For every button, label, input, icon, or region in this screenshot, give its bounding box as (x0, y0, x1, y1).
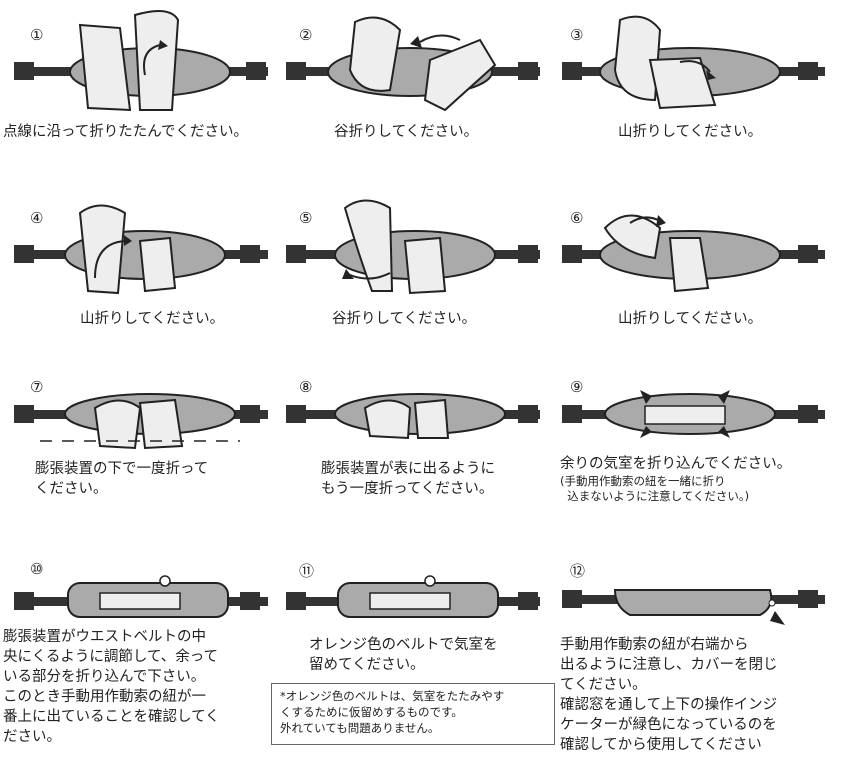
step-8-illustration (286, 393, 540, 440)
step-3-illustration (562, 15, 825, 110)
step-6-caption: 山折りしてください。 (618, 311, 763, 327)
step-1-illustration (14, 10, 268, 112)
step-10-caption: 膨張装置がウエストベルトの中 央にくるように調節して、余って いる部分を折り込ん… (3, 629, 220, 745)
step-7-caption: 膨張装置の下で一度折って ください。 (35, 461, 209, 497)
step-10-illustration (14, 575, 268, 618)
step-6-illustration (562, 214, 825, 293)
step-4-caption: 山折りしてください。 (80, 311, 225, 327)
step-3-caption: 山折りしてください。 (618, 124, 763, 140)
step-9-caption: 余りの気室を折り込んでください。 (560, 456, 792, 472)
step-1-caption: 点線に沿って折りたたんでください。 (3, 124, 249, 140)
step-2-caption: 谷折りしてください。 (334, 124, 479, 140)
step-10: ⑩ 膨張装置がウエストベルトの中 央にくるように調節して、余って いる部分を折り… (0, 555, 280, 745)
step-4: ④ 山折りしてください。 (0, 183, 280, 363)
step-number: ⑧ (299, 378, 313, 396)
step-2-illustration (286, 16, 540, 112)
step-9: ⑨ 余りの気室を折り込んでください。 (手動用作動索の紐を一緒に折り 込まないよ… (560, 368, 840, 548)
step-7-illustration (14, 393, 268, 450)
step-number: ⑪ (299, 562, 315, 580)
step-number: ⑥ (570, 209, 584, 227)
step-8: ⑧ 膨張装置が表に出るように もう一度折ってください。 (280, 368, 560, 548)
step-4-illustration (14, 204, 268, 295)
step-number: ④ (30, 209, 44, 227)
step-11-caption: オレンジ色のベルトで気室を 留めてください。 (309, 637, 498, 673)
step-5-caption: 谷折りしてください。 (332, 311, 477, 327)
step-7: ⑦ 膨張装置の下で一度折って ください。 (0, 368, 280, 548)
step-6: ⑥ 山折りしてください。 (560, 183, 840, 363)
step-number: ① (30, 26, 44, 44)
step-11-illustration (286, 575, 540, 618)
step-12-caption: 手動用作動索の紐が右端から 出るように注意し、カバーを閉じ てください。 確認窓… (560, 637, 778, 753)
step-3: ③ 山折りしてください。 (560, 0, 840, 180)
step-number: ⑨ (570, 378, 584, 396)
step-number: ⑦ (30, 378, 44, 396)
step-12-illustration (562, 589, 825, 625)
step-1: ① 点線に沿って折りたたんでください。 (0, 0, 280, 180)
step-number: ⑤ (299, 209, 313, 227)
step-11: ⑪ オレンジ色のベルトで気室を 留めてください。 (280, 555, 560, 735)
step-5: ⑤ 谷折りしてください。 (280, 183, 560, 363)
step-number: ⑫ (570, 562, 586, 580)
step-8-caption: 膨張装置が表に出るように もう一度折ってください。 (321, 461, 495, 497)
step-number: ③ (570, 26, 584, 44)
step-12: ⑫ 手動用作動索の紐が右端から 出るように注意し、カバーを閉じ てください。 確… (560, 555, 840, 753)
step-5-illustration (286, 199, 540, 295)
step-9-illustration (562, 390, 825, 438)
step-number: ② (299, 26, 313, 44)
step-number: ⑩ (30, 560, 44, 578)
step-9-subcaption: (手動用作動索の紐を一緒に折り 込まないように注意してください。) (560, 474, 750, 503)
step-2: ② 谷折りしてください。 (280, 0, 560, 180)
note-box: *オレンジ色のベルトは、気室をたたみやす くするために仮留めするものです。 外れ… (271, 683, 555, 745)
